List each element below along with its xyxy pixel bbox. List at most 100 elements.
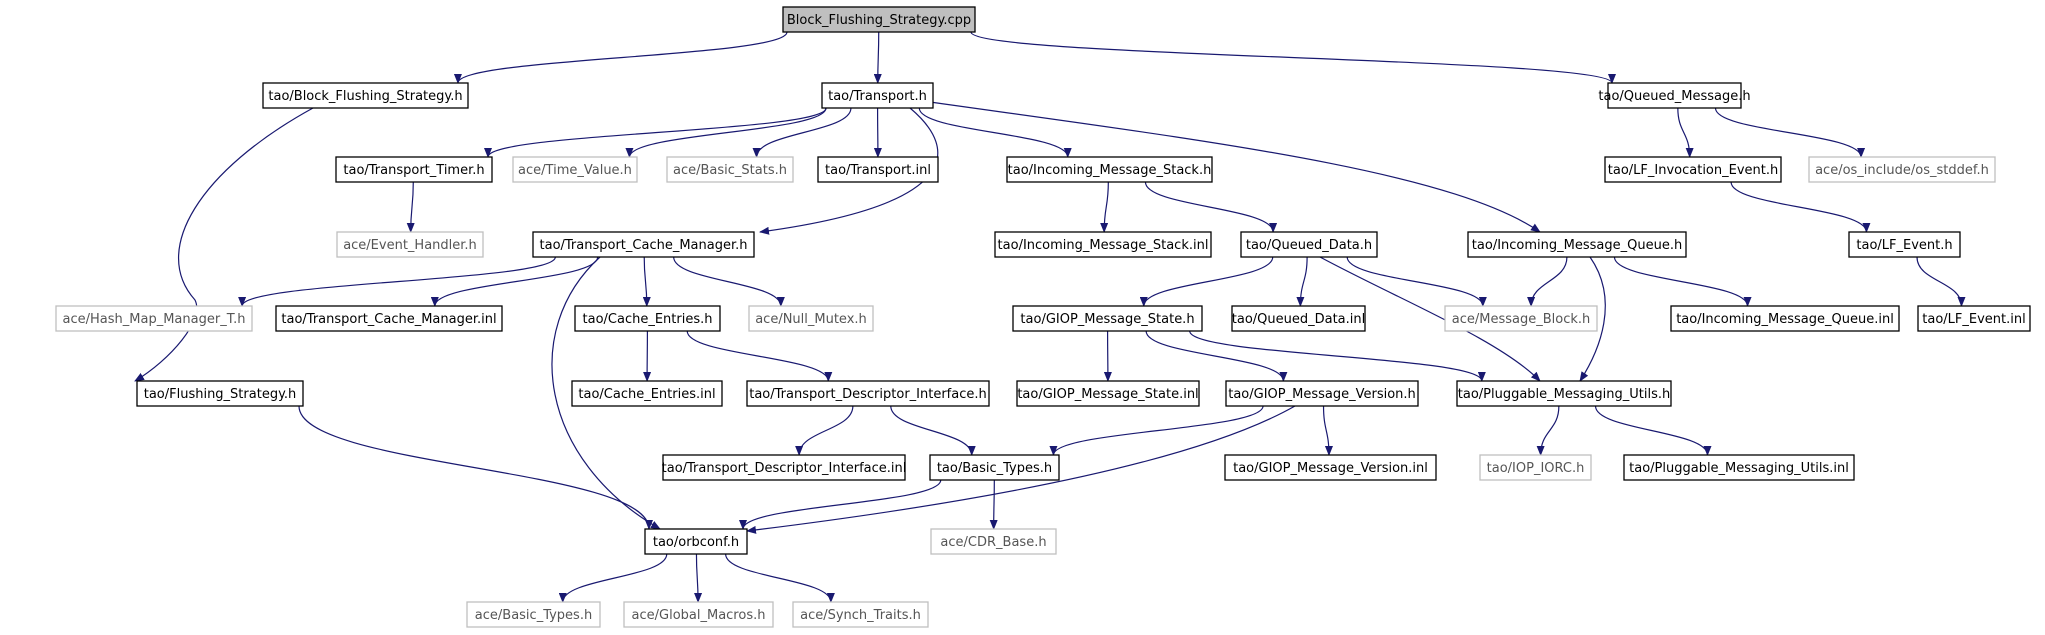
node-box xyxy=(262,82,469,109)
edge-n14-n23 xyxy=(1346,256,1487,307)
node-ace-basic-stats-h: ace/Basic_Stats.h xyxy=(666,156,794,183)
node-tao-lf-event-inl[interactable]: tao/LF_Event.inl xyxy=(1917,305,2031,332)
edge-n12-n37 xyxy=(551,256,661,530)
node-ace-cdr-base-h: ace/CDR_Base.h xyxy=(930,528,1057,555)
edge-arrow xyxy=(752,107,852,158)
edge-n2-n15 xyxy=(929,101,1541,233)
node-label: tao/Flushing_Strategy.h xyxy=(144,387,297,402)
node-label: ace/Null_Mutex.h xyxy=(755,312,867,327)
node-box xyxy=(782,6,976,33)
node-box xyxy=(817,156,939,183)
node-box xyxy=(1467,231,1687,258)
node-tao-giop-message-version-h[interactable]: tao/GIOP_Message_Version.h xyxy=(1225,380,1419,407)
node-tao-lf-event-h[interactable]: tao/LF_Event.h xyxy=(1848,231,1961,258)
node-block-flushing-strategy-cpp[interactable]: Block_Flushing_Strategy.cpp xyxy=(782,6,976,33)
node-tao-incoming-message-queue-h[interactable]: tao/Incoming_Message_Queue.h xyxy=(1467,231,1687,258)
node-box xyxy=(574,305,721,332)
edge-arrow xyxy=(746,405,1296,534)
node-label: ace/Time_Value.h xyxy=(518,163,632,178)
edge-n37-n39 xyxy=(558,553,668,603)
edge-arrow xyxy=(238,256,556,307)
node-tao-queued-data-h[interactable]: tao/Queued_Data.h xyxy=(1240,231,1378,258)
node-tao-transport-h[interactable]: tao/Transport.h xyxy=(821,82,934,109)
node-label: tao/Transport_Cache_Manager.inl xyxy=(281,312,496,327)
edge-arrow xyxy=(673,256,785,307)
edge-n2-n4 xyxy=(484,107,827,158)
node-label: tao/Cache_Entries.inl xyxy=(578,387,715,402)
node-label: ace/Hash_Map_Manager_T.h xyxy=(63,312,246,327)
edge-arrow xyxy=(134,107,314,382)
node-box xyxy=(1240,231,1378,258)
node-tao-incoming-message-queue-inl[interactable]: tao/Incoming_Message_Queue.inl xyxy=(1670,305,1900,332)
node-tao-transport-descriptor-interface-h[interactable]: tao/Transport_Descriptor_Interface.h xyxy=(746,380,990,407)
edge-arrow xyxy=(1322,405,1333,456)
edge-n3-n9 xyxy=(1677,107,1694,158)
node-tao-incoming-message-stack-inl[interactable]: tao/Incoming_Message_Stack.inl xyxy=(994,231,1212,258)
node-box xyxy=(1604,156,1782,183)
edge-arrow xyxy=(551,256,661,530)
node-tao-orbconf-h[interactable]: tao/orbconf.h xyxy=(644,528,748,555)
node-box xyxy=(1006,156,1213,183)
edge-n14-n21 xyxy=(1139,256,1274,307)
node-tao-transport-inl[interactable]: tao/Transport.inl xyxy=(817,156,939,183)
node-label: tao/Pluggable_Messaging_Utils.h xyxy=(1458,387,1670,402)
node-label: ace/Basic_Stats.h xyxy=(673,163,787,178)
edge-n9-n16 xyxy=(1730,181,1871,233)
node-tao-transport-timer-h[interactable]: tao/Transport_Timer.h xyxy=(335,156,493,183)
node-label: tao/Queued_Message.h xyxy=(1598,89,1750,104)
node-box xyxy=(666,156,794,183)
node-label: tao/Queued_Data.h xyxy=(1246,238,1372,253)
node-label: tao/GIOP_Message_State.h xyxy=(1020,312,1194,327)
node-tao-queued-data-inl[interactable]: tao/Queued_Data.inl xyxy=(1231,305,1366,332)
node-box xyxy=(1479,454,1592,481)
edge-n30-n33 xyxy=(1049,405,1264,456)
node-tao-incoming-message-stack-h[interactable]: tao/Incoming_Message_Stack.h xyxy=(1006,156,1213,183)
node-tao-basic-types-h[interactable]: tao/Basic_Types.h xyxy=(929,454,1060,481)
node-tao-lf-invocation-event-h[interactable]: tao/LF_Invocation_Event.h xyxy=(1604,156,1782,183)
edge-arrow xyxy=(1346,256,1487,307)
node-tao-queued-message-h[interactable]: tao/Queued_Message.h xyxy=(1598,82,1751,109)
node-box xyxy=(1016,380,1200,407)
node-tao-cache-entries-h[interactable]: tao/Cache_Entries.h xyxy=(574,305,721,332)
node-tao-flushing-strategy-h[interactable]: tao/Flushing_Strategy.h xyxy=(136,380,304,407)
node-box xyxy=(532,231,755,258)
node-label: tao/Transport_Descriptor_Interface.inl xyxy=(662,461,907,476)
node-box xyxy=(1225,380,1419,407)
node-label: tao/Transport_Timer.h xyxy=(343,163,484,178)
edge-arrow xyxy=(1049,405,1264,456)
node-tao-giop-message-version-inl[interactable]: tao/GIOP_Message_Version.inl xyxy=(1224,454,1437,481)
node-box xyxy=(748,305,874,332)
node-box xyxy=(821,82,934,109)
edge-n30-n37 xyxy=(746,405,1296,534)
node-label: tao/Block_Flushing_Strategy.h xyxy=(268,89,462,104)
node-label: Block_Flushing_Strategy.cpp xyxy=(787,13,971,28)
node-box xyxy=(1231,305,1366,332)
node-tao-pluggable-messaging-utils-inl[interactable]: tao/Pluggable_Messaging_Utils.inl xyxy=(1623,454,1855,481)
node-tao-transport-cache-manager-inl[interactable]: tao/Transport_Cache_Manager.inl xyxy=(275,305,503,332)
node-tao-pluggable-messaging-utils-h[interactable]: tao/Pluggable_Messaging_Utils.h xyxy=(1456,380,1672,407)
node-tao-transport-descriptor-interface-inl[interactable]: tao/Transport_Descriptor_Interface.inl xyxy=(662,454,907,481)
edge-n21-n30 xyxy=(1145,330,1288,382)
node-tao-cache-entries-inl[interactable]: tao/Cache_Entries.inl xyxy=(571,380,723,407)
node-box xyxy=(336,231,484,258)
edge-n0-n1 xyxy=(454,31,788,84)
node-tao-giop-message-state-h[interactable]: tao/GIOP_Message_State.h xyxy=(1012,305,1203,332)
node-label: tao/Transport_Descriptor_Interface.h xyxy=(749,387,987,402)
node-tao-giop-message-state-inl[interactable]: tao/GIOP_Message_State.inl xyxy=(1016,380,1200,407)
node-box xyxy=(1808,156,1996,183)
edge-arrow xyxy=(795,405,854,456)
node-box xyxy=(1848,231,1961,258)
node-label: tao/Incoming_Message_Queue.inl xyxy=(1676,312,1894,327)
node-label: ace/CDR_Base.h xyxy=(940,535,1046,550)
edge-arrow xyxy=(1613,256,1752,307)
edge-n33-n38 xyxy=(989,479,998,530)
edge-n30-n34 xyxy=(1322,405,1333,456)
node-tao-block-flushing-strategy-h[interactable]: tao/Block_Flushing_Strategy.h xyxy=(262,82,469,109)
node-box xyxy=(335,156,493,183)
edge-arrow xyxy=(686,330,833,382)
node-box xyxy=(662,454,906,481)
edge-arrow xyxy=(1100,181,1109,233)
edge-arrow xyxy=(484,107,827,158)
node-tao-transport-cache-manager-h[interactable]: tao/Transport_Cache_Manager.h xyxy=(532,231,755,258)
edge-n15-n31 xyxy=(1579,256,1606,382)
